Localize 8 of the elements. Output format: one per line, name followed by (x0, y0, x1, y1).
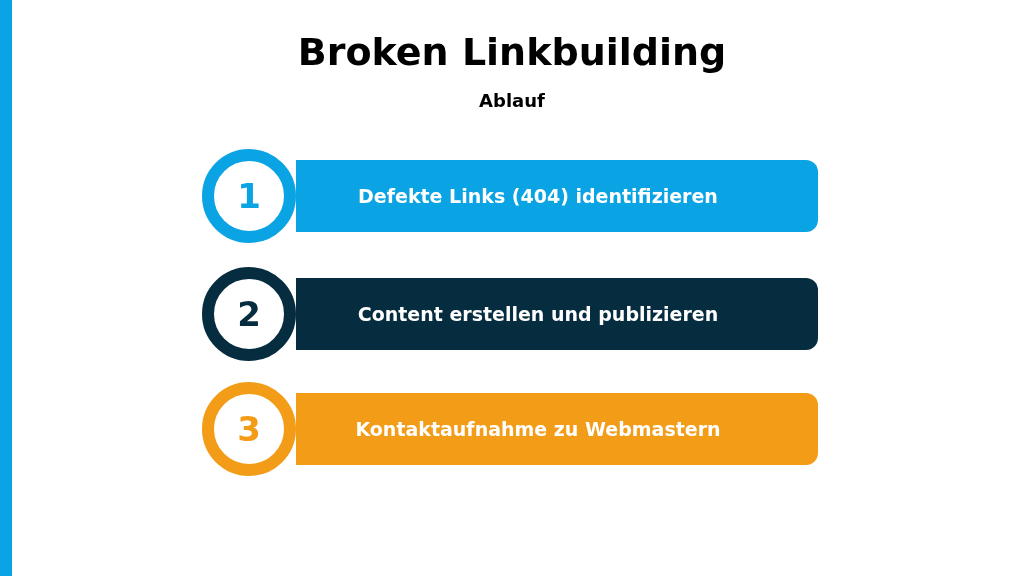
step-bar: Defekte Links (404) identifizieren (296, 160, 818, 232)
step-number-circle: 2 (202, 267, 296, 361)
step-bar: Kontaktaufnahme zu Webmastern (296, 393, 818, 465)
subtitle: Ablauf (478, 90, 546, 111)
step-bar: Content erstellen und publizieren (296, 278, 818, 350)
step-number-circle: 3 (202, 382, 296, 476)
step-number-circle: 1 (202, 149, 296, 243)
title: Broken Linkbuilding (296, 30, 728, 74)
